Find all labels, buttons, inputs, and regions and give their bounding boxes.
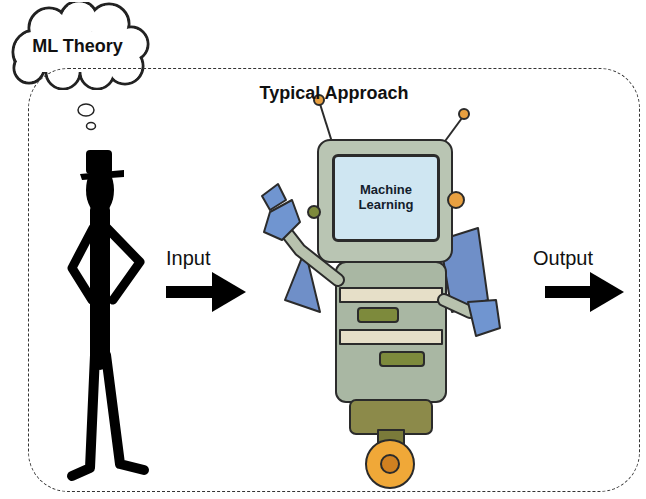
- arrow-shaft: [545, 286, 592, 298]
- robot-hip: [350, 400, 432, 434]
- approach-region: Machine Learning Typical Approach: [28, 68, 640, 492]
- person-figure: [72, 150, 144, 476]
- screen-text: Machine Learning: [341, 183, 431, 213]
- input-label: Input: [166, 248, 210, 268]
- cloud-text: ML Theory: [32, 36, 123, 57]
- arrow-head: [590, 272, 624, 312]
- thought-cloud: ML Theory: [5, 2, 150, 90]
- arrow-head: [212, 272, 246, 312]
- arm: [107, 228, 140, 300]
- wheel: [366, 440, 414, 488]
- leg: [106, 355, 144, 470]
- robot-arm: [444, 300, 470, 312]
- arm: [72, 228, 93, 300]
- hat: [86, 150, 112, 174]
- robot-figure: [262, 95, 500, 488]
- region-title: Typical Approach: [29, 83, 639, 104]
- bubble: [78, 104, 94, 116]
- robot-arm: [444, 300, 470, 312]
- wheel-hub: [381, 455, 399, 473]
- hat-brim: [80, 170, 124, 180]
- robot-plate: [358, 308, 398, 322]
- output-label: Output: [533, 248, 593, 268]
- output-arrow: [545, 272, 624, 312]
- robot-head: [318, 140, 452, 262]
- bubble: [87, 123, 96, 130]
- robot-claw: [468, 300, 500, 336]
- antenna-tip: [459, 109, 469, 119]
- arrow-shaft: [166, 286, 214, 298]
- robot-claw: [262, 184, 286, 210]
- robot-plate: [380, 352, 424, 366]
- antenna: [320, 104, 332, 142]
- bandage: [340, 288, 442, 302]
- robot-screen: Machine Learning: [332, 154, 440, 242]
- robot-knob: [308, 206, 320, 218]
- bandage: [340, 330, 442, 344]
- leg: [72, 355, 95, 476]
- robot-knob: [448, 192, 464, 208]
- thought-tail: [78, 104, 96, 130]
- robot-body: [336, 262, 446, 402]
- input-arrow: [166, 272, 246, 312]
